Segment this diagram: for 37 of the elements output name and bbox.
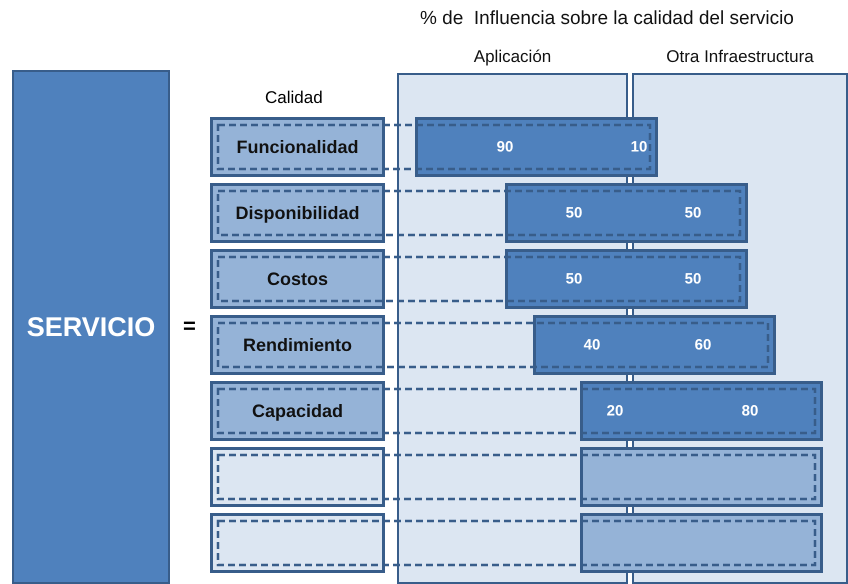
dashed-outline [216, 124, 652, 170]
percentage-value: 60 [694, 336, 712, 354]
column-heading: Aplicación [472, 47, 552, 67]
equals-sign: = [183, 313, 196, 339]
percentage-value: 50 [684, 270, 702, 288]
percentage-value: 50 [566, 204, 582, 222]
percentage-value: 20 [606, 402, 624, 420]
empty-bar [580, 513, 823, 573]
service-block: SERVICIO [12, 70, 170, 584]
column-heading: Otra Infraestructura [665, 47, 815, 67]
dashed-outline [216, 454, 816, 500]
dashed-outline [216, 388, 816, 434]
percentage-value: 90 [496, 138, 514, 156]
quality-box: Disponibilidad [210, 183, 385, 243]
quality-box: Rendimiento [210, 315, 385, 375]
percentage-bar [533, 315, 776, 375]
quality-box: Costos [210, 249, 385, 309]
empty-box [210, 447, 385, 507]
percentage-value: 40 [584, 336, 600, 354]
empty-bar [580, 447, 823, 507]
dashed-outline [216, 256, 742, 302]
dashed-outline [216, 322, 770, 368]
dashed-outline [216, 520, 816, 566]
dashed-outline [216, 190, 742, 236]
percentage-bar [415, 117, 658, 177]
percentage-value: 10 [630, 138, 648, 156]
percentage-bar [580, 381, 823, 441]
percentage-bar [505, 183, 748, 243]
percentage-value: 80 [742, 402, 758, 420]
empty-box [210, 513, 385, 573]
percentage-value: 50 [566, 270, 582, 288]
percentage-value: 50 [684, 204, 702, 222]
chart-title: % de Influencia sobre la calidad del servicio [420, 8, 794, 30]
quality-box: Funcionalidad [210, 117, 385, 177]
column-label: Calidad [265, 88, 323, 108]
percentage-bar [505, 249, 748, 309]
quality-box: Capacidad [210, 381, 385, 441]
